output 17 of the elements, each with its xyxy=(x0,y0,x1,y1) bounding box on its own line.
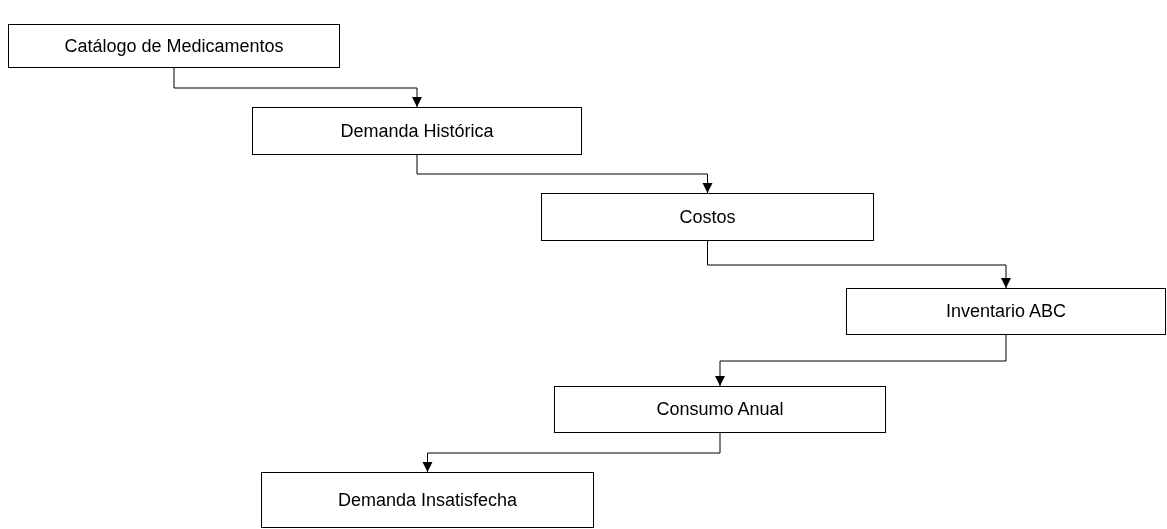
box-label: Demanda Insatisfecha xyxy=(337,488,518,512)
connector-arrow xyxy=(422,432,721,473)
connector-arrow xyxy=(416,154,713,194)
connector-arrow xyxy=(715,334,1007,387)
box-label: Costos xyxy=(679,205,736,229)
process-box xyxy=(554,386,886,433)
box-label: Inventario ABC xyxy=(945,300,1067,323)
box-label: Catálogo de Medicamentos xyxy=(64,34,284,58)
process-box xyxy=(541,193,874,241)
process-box xyxy=(846,288,1166,335)
process-box xyxy=(261,472,594,528)
box-label: Consumo Anual xyxy=(656,398,784,421)
box-label: Demanda Histórica xyxy=(340,119,494,143)
process-box xyxy=(8,24,340,68)
process-box xyxy=(252,107,582,155)
connector-arrow xyxy=(173,67,422,108)
connector-arrow xyxy=(707,240,1011,289)
